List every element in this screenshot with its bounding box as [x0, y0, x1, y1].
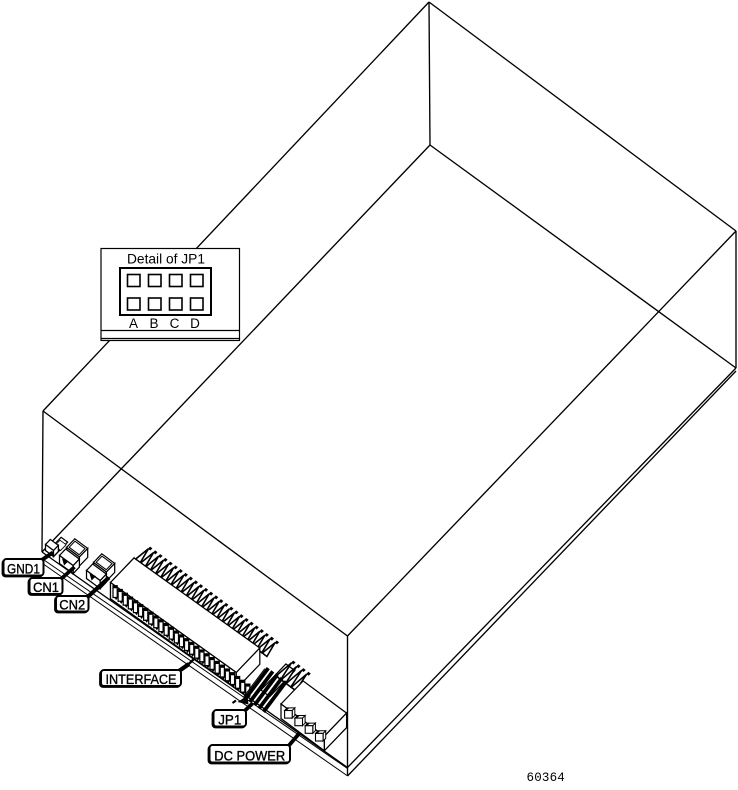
svg-text:JP1: JP1 [218, 713, 241, 728]
svg-text:B: B [149, 316, 158, 331]
svg-text:D: D [190, 316, 200, 331]
svg-text:Detail of JP1: Detail of JP1 [127, 251, 205, 267]
svg-text:60364: 60364 [527, 771, 566, 785]
svg-text:INTERFACE: INTERFACE [106, 672, 177, 687]
svg-text:A: A [129, 316, 138, 331]
svg-text:CN1: CN1 [33, 580, 59, 595]
svg-text:CN2: CN2 [59, 598, 85, 613]
svg-text:GND1: GND1 [7, 562, 40, 577]
svg-text:C: C [170, 316, 180, 331]
svg-text:DC POWER: DC POWER [214, 749, 285, 764]
